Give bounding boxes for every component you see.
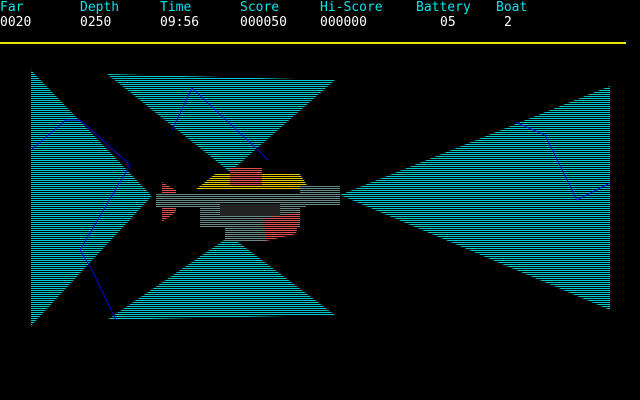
far-label: Far	[0, 0, 24, 15]
hiscore-label: Hi-Score	[320, 0, 383, 15]
score-label: Score	[240, 0, 280, 15]
right-wall	[340, 86, 610, 310]
left-wall	[31, 70, 152, 326]
far-value: 0020	[0, 15, 32, 30]
boat-label: Boat	[496, 0, 528, 15]
top-wall	[107, 74, 335, 172]
hiscore-value: 000000	[320, 15, 367, 30]
battery-label: Battery	[416, 0, 471, 15]
score-value: 000050	[240, 15, 287, 30]
bottom-wall	[107, 236, 335, 320]
depth-label: Depth	[80, 0, 120, 15]
terrain-line-left	[30, 119, 131, 321]
time-label: Time	[160, 0, 192, 15]
boat-value: 2	[504, 15, 512, 30]
depth-value: 0250	[80, 15, 112, 30]
terrain-line-top	[171, 87, 269, 161]
hud-divider	[0, 42, 626, 44]
terrain-line-right	[514, 121, 611, 201]
battery-value: 05	[440, 15, 456, 30]
time-value: 09:56	[160, 15, 200, 30]
player-submarine	[156, 168, 340, 242]
